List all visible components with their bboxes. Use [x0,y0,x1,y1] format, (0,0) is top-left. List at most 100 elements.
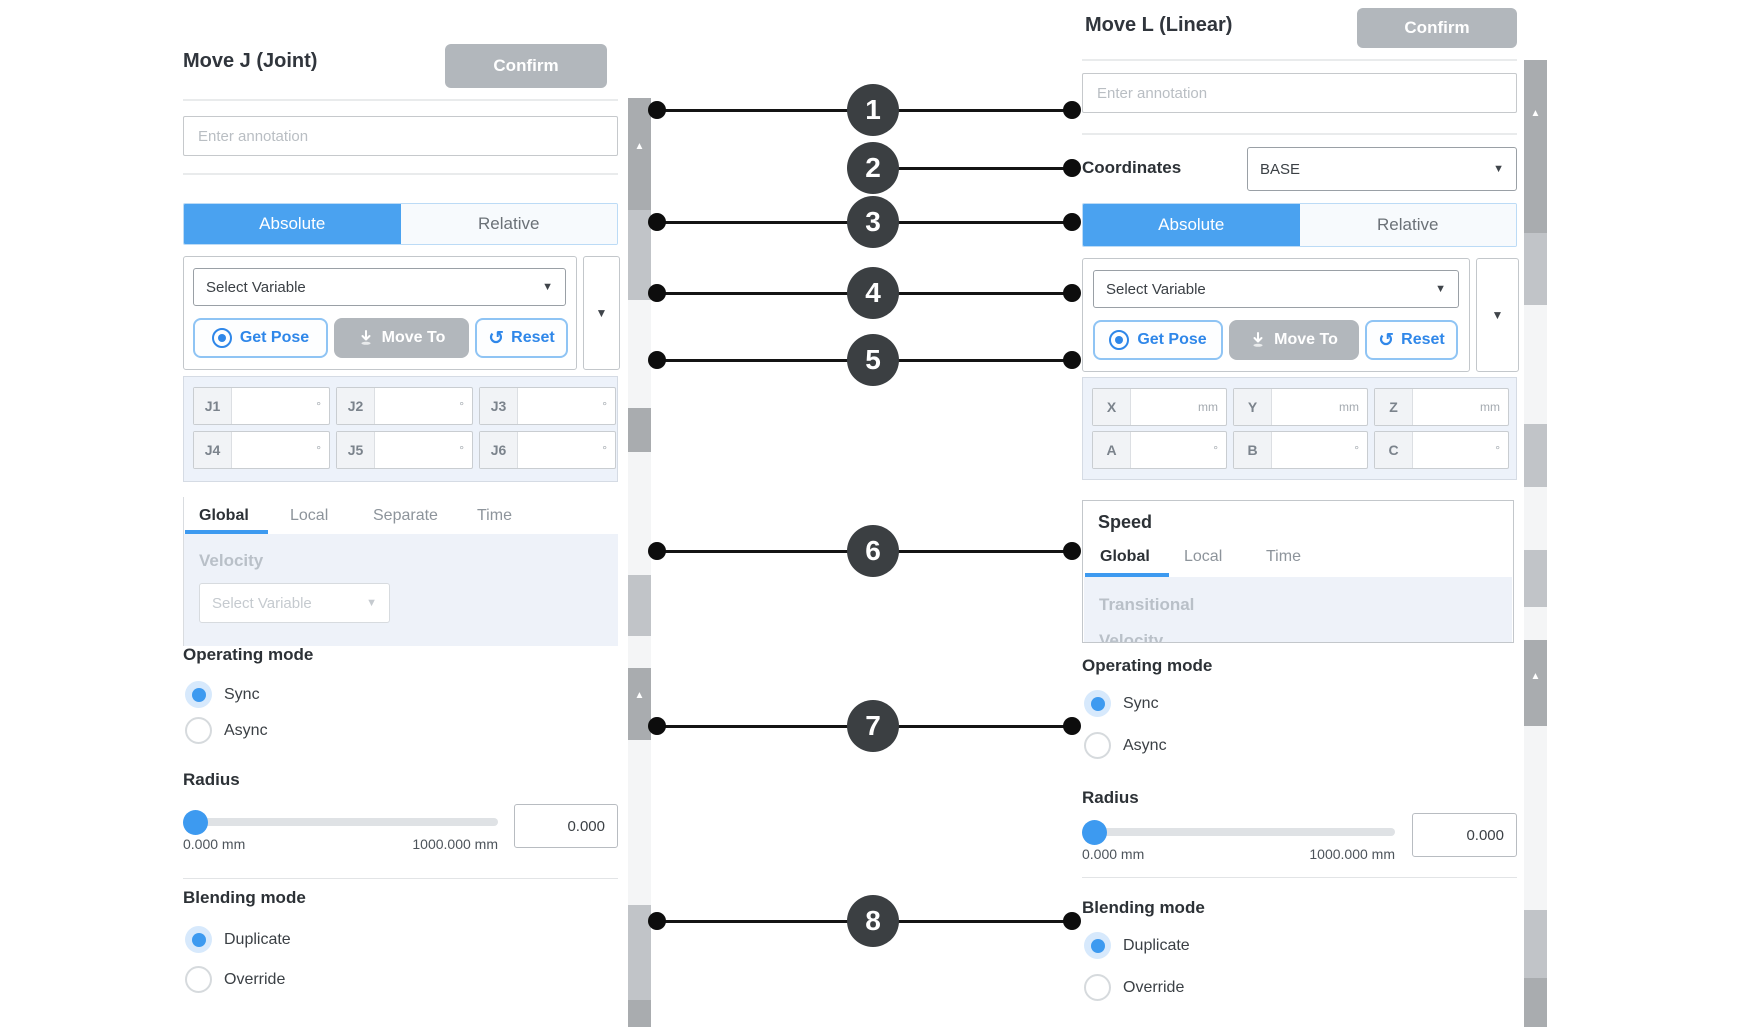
radius-label: Radius [183,770,240,789]
joint-field-j3[interactable]: J3 ° [479,387,616,425]
get-pose-button[interactable]: Get Pose [1093,320,1223,360]
confirm-button[interactable]: Confirm [1357,8,1517,48]
callout-dot [648,101,666,119]
pose-field-a[interactable]: A ° [1092,431,1227,469]
callout-7: 7 [847,700,899,752]
annotation-input[interactable] [183,116,618,156]
speed-tab-global[interactable]: Global [1100,548,1150,565]
speed-tab-local[interactable]: Local [290,507,329,524]
divider [1082,877,1517,878]
speed-tab-separate[interactable]: Separate [373,507,438,524]
radius-slider-knob[interactable] [183,810,208,835]
callout-dot [1063,159,1081,177]
sync-label: Sync [224,686,260,703]
override-radio[interactable] [185,966,212,993]
get-pose-button[interactable]: Get Pose [193,318,328,358]
speed-tab-time[interactable]: Time [477,507,512,524]
radius-value-input[interactable]: 0.000 [1412,813,1517,857]
sync-radio[interactable] [185,681,212,708]
chevron-down-icon: ▼ [1435,283,1446,295]
target-icon [211,328,232,348]
joint-field-j2[interactable]: J2 ° [336,387,473,425]
transitional-label: Transitional [1099,595,1195,614]
radius-max-label: 1000.000 mm [1309,846,1395,862]
async-radio[interactable] [1084,732,1111,759]
async-label: Async [1123,737,1167,754]
speed-tab-time[interactable]: Time [1266,548,1301,565]
speed-tab-global[interactable]: Global [199,507,249,524]
tab-absolute[interactable]: Absolute [184,204,401,244]
scrollbar-thumb[interactable] [628,668,651,740]
pose-variable-select[interactable]: Select Variable ▼ [1093,270,1459,308]
pose-field-x[interactable]: X mm [1092,388,1227,426]
move-to-button[interactable]: Move To [334,318,469,358]
target-icon [1109,330,1130,350]
scrollbar-thumb[interactable] [1524,640,1547,726]
divider [1082,133,1517,135]
scrollbar-segment [628,905,651,1000]
reset-button[interactable]: ↺ Reset [1365,320,1458,360]
velocity-label-clipped: Velocity [1099,631,1164,643]
async-radio[interactable] [185,717,212,744]
coordinates-select[interactable]: BASE ▼ [1247,147,1517,191]
scrollbar-segment [1524,424,1547,487]
radius-value-input[interactable]: 0.000 [514,804,618,848]
confirm-button[interactable]: Confirm [445,44,607,88]
chevron-down-icon: ▼ [1491,308,1504,322]
speed-title: Speed [1098,512,1153,532]
operating-mode-label: Operating mode [183,645,314,664]
radius-slider-track[interactable] [183,818,498,826]
pose-field-y[interactable]: Y mm [1233,388,1368,426]
divider [183,99,618,101]
callout-5: 5 [847,334,899,386]
speed-tab-local[interactable]: Local [1184,548,1223,565]
scrollbar-thumb[interactable] [628,98,651,210]
radius-slider-knob[interactable] [1082,820,1107,845]
blending-mode-label: Blending mode [1082,898,1205,917]
absolute-relative-tabs: Absolute Relative [1082,203,1517,247]
callout-8: 8 [847,895,899,947]
pose-field-c[interactable]: C ° [1374,431,1509,469]
scrollbar-segment [1524,910,1547,978]
override-radio[interactable] [1084,974,1111,1001]
tab-relative[interactable]: Relative [400,204,617,244]
scrollbar-track [1524,726,1547,910]
tab-absolute[interactable]: Absolute [1083,204,1300,246]
pose-variable-select[interactable]: Select Variable ▼ [193,268,566,306]
duplicate-radio[interactable] [1084,932,1111,959]
joint-field-j1[interactable]: J1 ° [193,387,330,425]
callout-3: 3 [847,196,899,248]
move-to-button[interactable]: Move To [1229,320,1359,360]
scrollbar-segment [1524,550,1547,607]
callout-dot [1063,351,1081,369]
active-tab-underline [185,530,268,534]
tab-relative[interactable]: Relative [1299,204,1516,246]
override-label: Override [224,971,286,988]
callout-4: 4 [847,267,899,319]
sync-label: Sync [1123,695,1159,712]
sync-radio[interactable] [1084,690,1111,717]
joint-field-j5[interactable]: J5 ° [336,431,473,469]
radius-slider-track[interactable] [1082,828,1395,836]
annotation-input[interactable] [1082,73,1517,113]
reset-icon: ↺ [1378,328,1395,351]
joint-field-j4[interactable]: J4 ° [193,431,330,469]
pose-field-z[interactable]: Z mm [1374,388,1509,426]
duplicate-radio[interactable] [185,926,212,953]
scrollbar-track [1524,305,1547,424]
reset-button[interactable]: ↺ Reset [475,318,568,358]
duplicate-label: Duplicate [224,931,291,948]
pose-expander-toggle[interactable]: ▼ [583,256,620,370]
scrollbar-thumb[interactable] [1524,60,1547,233]
joint-field-j6[interactable]: J6 ° [479,431,616,469]
callout-dot [648,717,666,735]
pose-field-b[interactable]: B ° [1233,431,1368,469]
download-arrow-icon [358,330,374,346]
callout-dot [1063,912,1081,930]
speed-box-edge [183,497,185,646]
pose-expander-toggle[interactable]: ▼ [1476,258,1519,372]
velocity-variable-select[interactable]: Select Variable ▼ [199,583,390,623]
callout-6: 6 [847,525,899,577]
callout-dot [1063,717,1081,735]
